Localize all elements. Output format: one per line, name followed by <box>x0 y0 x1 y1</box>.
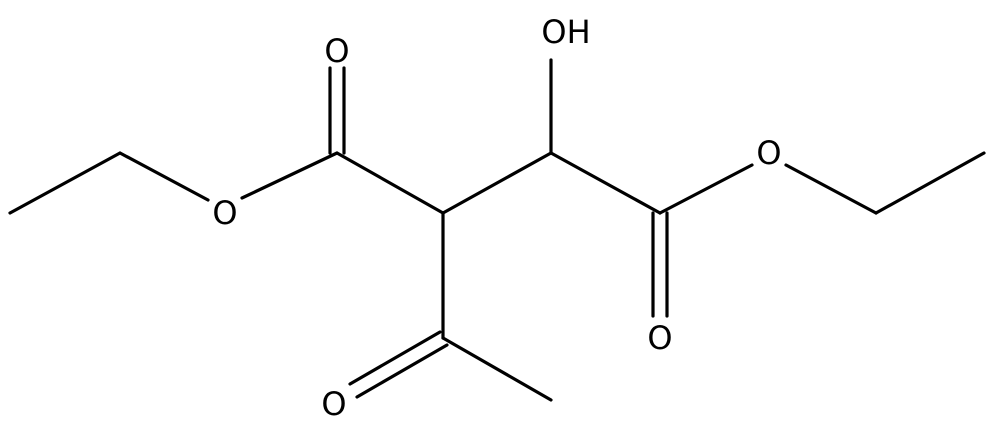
left-ether-oxygen-label: O <box>212 194 237 232</box>
bond-left-ether-o-carbonyl-c <box>240 151 339 200</box>
bond-acetyl-c-ch3 <box>441 336 553 402</box>
bond-right-ether-o-ch2 <box>784 163 878 215</box>
bond-left-carbonyl-to-ch <box>335 151 445 215</box>
bond-acetyl-double-2 <box>355 343 449 399</box>
bond-ethyl-left-ch3-ch2 <box>8 151 122 215</box>
bond-choh-to-right-carbonyl <box>549 151 662 215</box>
bond-ethyl-right-ch2-ch3 <box>874 151 986 215</box>
bond-acetyl-double-1 <box>348 330 442 386</box>
bond-right-carbonyl-c-ether-o <box>658 163 754 215</box>
right-ether-oxygen-label: O <box>756 134 781 172</box>
hydroxyl-label: OH <box>541 13 590 51</box>
right-carbonyl-oxygen-label: O <box>647 319 672 357</box>
bond-ch-to-choh <box>441 151 553 215</box>
bond-ethyl-left-ch2-o <box>118 151 210 202</box>
left-carbonyl-oxygen-label: O <box>324 32 349 70</box>
acetyl-oxygen-label: O <box>321 385 346 423</box>
